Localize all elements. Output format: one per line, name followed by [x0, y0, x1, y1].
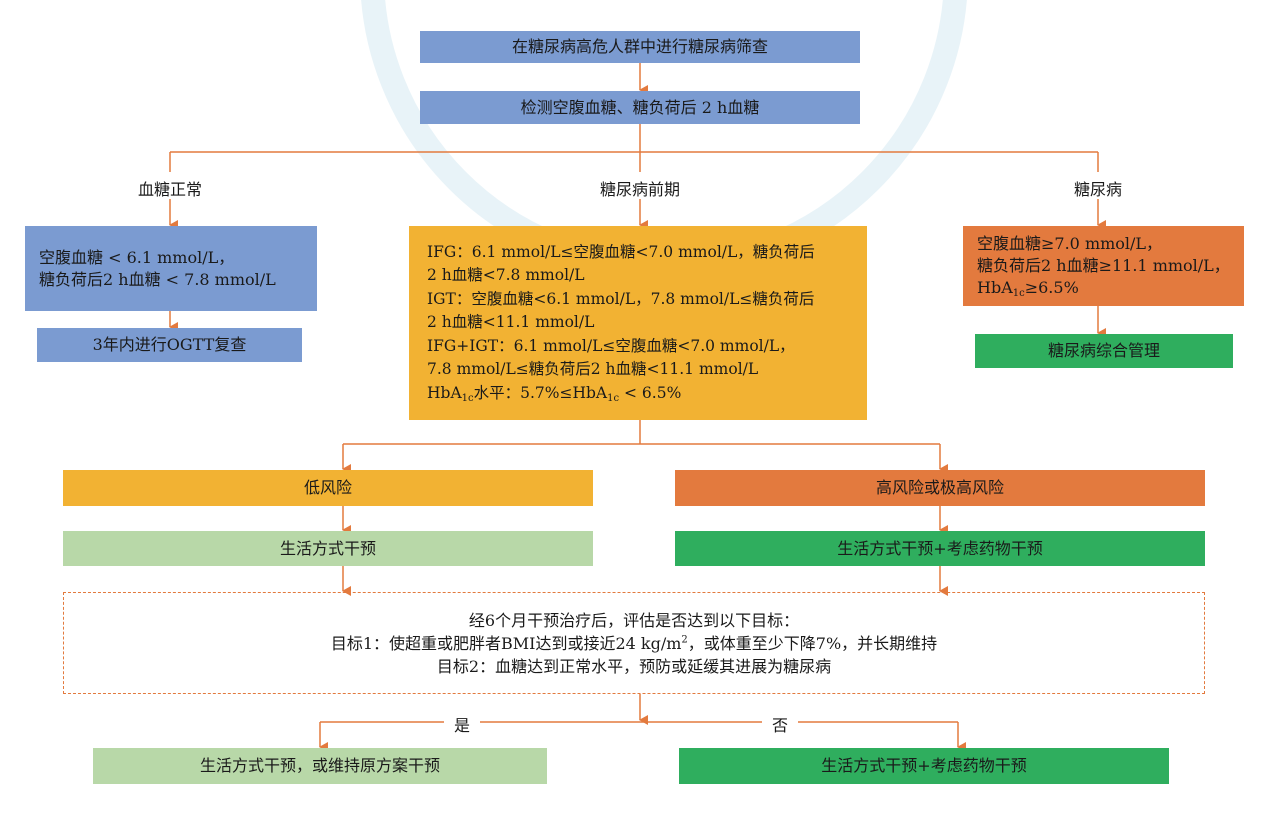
- diabetes-management-box: 糖尿病综合管理: [975, 334, 1233, 368]
- lifestyle-intervention-text: 生活方式干预: [279, 538, 376, 558]
- evaluation-title: 经6个月干预治疗后，评估是否达到以下目标：: [468, 610, 800, 630]
- branch-prediabetes-label: 糖尿病前期: [599, 180, 680, 199]
- no-outcome-box: 生活方式干预+考虑药物干预: [679, 748, 1169, 784]
- high-risk-text: 高风险或极高风险: [875, 478, 1004, 497]
- diabetes-criteria-line1: 空腹血糖≥7.0 mmol/L，: [977, 234, 1163, 253]
- ifg-line2: 2 h血糖<7.8 mmol/L: [427, 266, 585, 285]
- diabetes-criteria-line2: 糖负荷后2 h血糖≥11.1 mmol/L，: [977, 256, 1230, 275]
- evaluation-box: 经6个月干预治疗后，评估是否达到以下目标： 目标1：使超重或肥胖者BMI达到或接…: [63, 592, 1205, 694]
- prediabetes-criteria-box: IFG：6.1 mmol/L≤空腹血糖<7.0 mmol/L，糖负荷后 2 h血…: [409, 226, 867, 420]
- branch-diabetes-label: 糖尿病: [1073, 180, 1122, 199]
- diabetes-criteria-box: 空腹血糖≥7.0 mmol/L， 糖负荷后2 h血糖≥11.1 mmol/L， …: [963, 226, 1244, 306]
- igt-line2: 2 h血糖<11.1 mmol/L: [427, 313, 595, 332]
- normal-criteria-box: 空腹血糖 < 6.1 mmol/L， 糖负荷后2 h血糖 < 7.8 mmol/…: [25, 226, 317, 311]
- igt-line1: IGT：空腹血糖<6.1 mmol/L，7.8 mmol/L≤糖负荷后: [427, 289, 815, 308]
- no-outcome-text: 生活方式干预+考虑药物干预: [821, 756, 1027, 775]
- yes-outcome-box: 生活方式干预，或维持原方案干预: [93, 748, 547, 784]
- diabetes-criteria-line3: HbA1c≥6.5%: [977, 278, 1079, 299]
- normal-criteria-line2: 糖负荷后2 h血糖 < 7.8 mmol/L: [39, 269, 276, 289]
- evaluation-goal2: 目标2：血糖达到正常水平，预防或延缓其进展为糖尿病: [436, 656, 832, 676]
- lifestyle-intervention-box: 生活方式干预: [63, 531, 593, 566]
- lifestyle-drug-intervention-box: 生活方式干预+考虑药物干预: [675, 531, 1205, 566]
- ogtt-recheck-box: 3年内进行OGTT复查: [37, 328, 302, 362]
- no-label: 否: [750, 712, 810, 736]
- yes-outcome-text: 生活方式干预，或维持原方案干预: [199, 756, 440, 775]
- ifg-igt-line2: 7.8 mmol/L≤糖负荷后2 h血糖<11.1 mmol/L: [427, 360, 759, 379]
- ifg-line1: IFG：6.1 mmol/L≤空腹血糖<7.0 mmol/L，糖负荷后: [427, 242, 815, 261]
- screening-text: 在糖尿病高危人群中进行糖尿病筛查: [511, 37, 768, 56]
- high-risk-box: 高风险或极高风险: [675, 470, 1205, 506]
- screening-box: 在糖尿病高危人群中进行糖尿病筛查: [420, 31, 860, 63]
- diabetes-management-text: 糖尿病综合管理: [1047, 341, 1160, 360]
- evaluation-goal1: 目标1：使超重或肥胖者BMI达到或接近24 kg/m2，或体重至少下降7%，并长…: [330, 633, 938, 653]
- low-risk-box: 低风险: [63, 470, 593, 506]
- ifg-igt-line1: IFG+IGT：6.1 mmol/L≤空腹血糖<7.0 mmol/L，: [427, 336, 795, 355]
- normal-criteria-line1: 空腹血糖 < 6.1 mmol/L，: [39, 247, 235, 267]
- test-text: 检测空腹血糖、糖负荷后 2 h血糖: [520, 97, 760, 117]
- lifestyle-drug-intervention-text: 生活方式干预+考虑药物干预: [837, 538, 1043, 558]
- ogtt-recheck-text: 3年内进行OGTT复查: [92, 335, 247, 354]
- test-box: 检测空腹血糖、糖负荷后 2 h血糖: [420, 91, 860, 124]
- branch-normal-label: 血糖正常: [137, 180, 202, 199]
- yes-label: 是: [432, 712, 492, 736]
- low-risk-text: 低风险: [303, 478, 352, 497]
- hba1c-line: HbA1c水平：5.7%≤HbA1c < 6.5%: [427, 383, 682, 404]
